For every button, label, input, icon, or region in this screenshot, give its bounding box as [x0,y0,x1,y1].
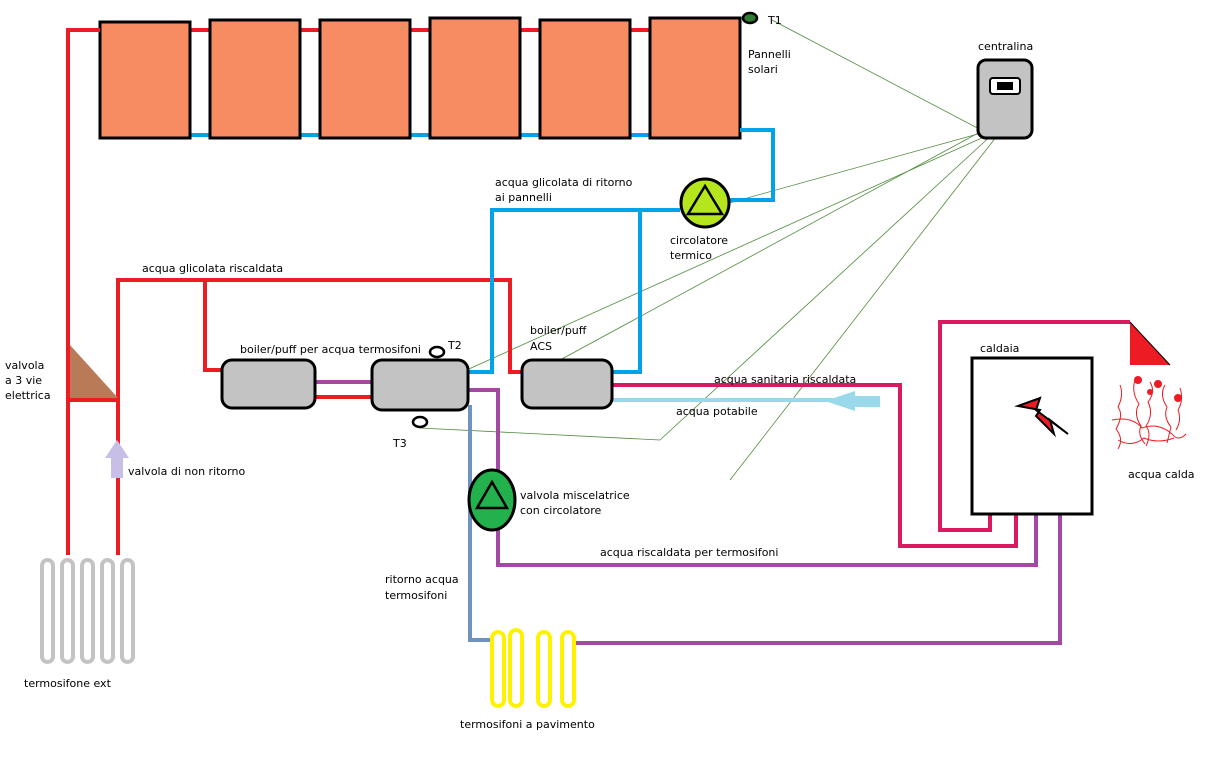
label-glicolata-ritorno-2: ai pannelli [495,191,552,204]
boiler-acs [520,358,614,410]
label-termico: termico [670,249,712,262]
label-valvola: valvola [5,359,44,372]
control-wires [399,19,1001,481]
check-valve-arrow-icon [105,440,129,478]
solar-panel [318,18,412,140]
label-glicolata-riscaldata: acqua glicolata riscaldata [142,262,283,275]
label-valvola-non-ritorno: valvola di non ritorno [128,465,245,478]
potable-water-arrow-icon [825,391,880,411]
label-riscaldata-termosifoni: acqua riscaldata per termosifoni [600,546,778,559]
mixing-valve-pump [467,468,517,532]
label-centralina: centralina [978,40,1033,53]
label-termosifoni-pavimento: termosifoni a pavimento [460,718,595,731]
sensor-t3-icon [411,415,429,429]
label-acqua-potabile: acqua potabile [676,405,758,418]
solar-panels [98,11,759,140]
caldaia [970,356,1094,516]
label-circolatore: circolatore [670,234,728,247]
label-boiler-acs: boiler/puff [530,324,587,337]
cold-glycol-pipes [468,128,775,374]
acqua-calda-symbol [1111,321,1187,450]
termosifoni-pavimento [490,628,576,708]
solar-panel [428,16,522,140]
boiler-termosifoni-left [220,358,317,410]
flame-bolt-icon [1014,396,1069,438]
solar-panel [98,20,192,140]
label-sanitaria-riscaldata: acqua sanitaria riscaldata [714,373,856,386]
label-t1: T1 [767,14,782,27]
three-way-valve-icon [70,345,118,398]
label-t3: T3 [392,437,407,450]
label-glicolata-ritorno: acqua glicolata di ritorno [495,176,633,189]
label-ritorno-acqua: ritorno acqua [385,573,459,586]
label-caldaia: caldaia [980,342,1019,355]
sensor-t2-icon [428,345,446,359]
sensor-t1-icon [741,11,759,25]
label-pannelli: Pannelli [748,48,791,61]
solar-panel [208,18,302,140]
label-termosifone-ext: termosifone ext [24,677,112,690]
label-acqua-calda: acqua calda [1128,468,1195,481]
heating-pipes [315,380,1062,645]
potable-water-pipe [612,391,880,411]
label-termosifoni: termosifoni [385,589,447,602]
labels: T1 Pannelli solari centralina acqua glic… [5,14,1195,731]
label-elettrica: elettrica [5,389,51,402]
pump-triangle-icon [685,183,725,216]
return-pipe [468,405,492,642]
tanks [220,358,614,412]
thermal-circulator-pump [679,177,731,229]
solar-panel [648,16,742,140]
sanitary-pipes [612,320,1130,548]
label-a-3-vie: a 3 vie [5,374,42,387]
boiler-termosifoni-right [370,358,470,412]
termosifone-ext [40,558,135,664]
label-boiler-termosifoni: boiler/puff per acqua termosifoni [240,343,421,356]
label-acs: ACS [530,340,552,353]
solar-panel [538,18,632,140]
pump-triangle-icon [474,479,510,510]
label-solari: solari [748,63,778,76]
centralina [976,58,1034,140]
label-con-circolatore: con circolatore [520,504,602,517]
label-miscelatrice: valvola miscelatrice [520,489,630,502]
label-t2: T2 [447,339,462,352]
